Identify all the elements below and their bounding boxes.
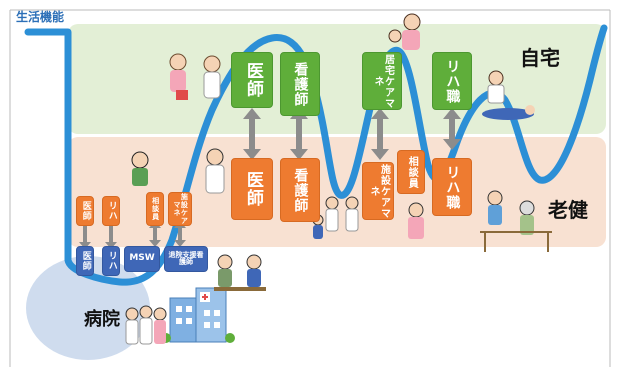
- nurse-doctor-icon: [169, 53, 221, 100]
- hospital-box-doctor: 医師: [76, 246, 94, 276]
- axis-label-life-function: 生活機能: [16, 10, 65, 24]
- double-arrow-icon: [243, 108, 261, 160]
- hospital-box-rehab: リハ: [102, 246, 120, 276]
- hospital-staff-icon: [125, 305, 167, 345]
- double-arrow-icon: [371, 108, 389, 160]
- home-box-home-care-manager: 居宅ケアマネ: [362, 52, 402, 110]
- arrows-home-rouken: [79, 108, 461, 249]
- rouken-box-counselor: 相談員: [397, 150, 425, 194]
- double-arrow-icon: [443, 108, 461, 150]
- doctor-icon: [205, 148, 225, 194]
- hospital-box-msw: MSW: [124, 246, 160, 272]
- rouken-box-rehab: リハ職: [432, 158, 472, 216]
- hospital-box-discharge-nurse: 退院支援看護師: [164, 246, 208, 272]
- consultation-icon: [214, 254, 266, 291]
- home-box-nurse: 看護師: [280, 52, 320, 116]
- home-rehab-icon: [482, 70, 535, 120]
- region-label-home: 自宅: [520, 46, 560, 70]
- small-box-rehab: リハ: [102, 196, 120, 226]
- counselor-woman-icon: [408, 202, 424, 239]
- small-box-counselor: 相談員: [146, 192, 164, 226]
- rouken-box-doctor: 医師: [231, 158, 273, 220]
- hospital-building-icon: [161, 287, 235, 343]
- elderly-rehab-icon: [480, 190, 552, 252]
- staff-woman-icon: [131, 151, 149, 186]
- small-box-doctor: 医師: [76, 196, 94, 226]
- region-label-rouken: 老健: [548, 198, 588, 222]
- rouken-box-facility-care-manager: 施設ケアマネ: [362, 162, 394, 220]
- region-label-hospital: 病院: [84, 309, 120, 330]
- rouken-box-nurse: 看護師: [280, 158, 320, 222]
- family-woman-icon: [388, 13, 421, 50]
- home-box-rehab: リハ職: [432, 52, 472, 110]
- small-box-facility-care-manager: 施設ケアマネ: [168, 192, 192, 226]
- people-illustrations: [125, 13, 552, 345]
- home-box-doctor: 医師: [231, 52, 273, 108]
- nurses-group-icon: [312, 196, 359, 239]
